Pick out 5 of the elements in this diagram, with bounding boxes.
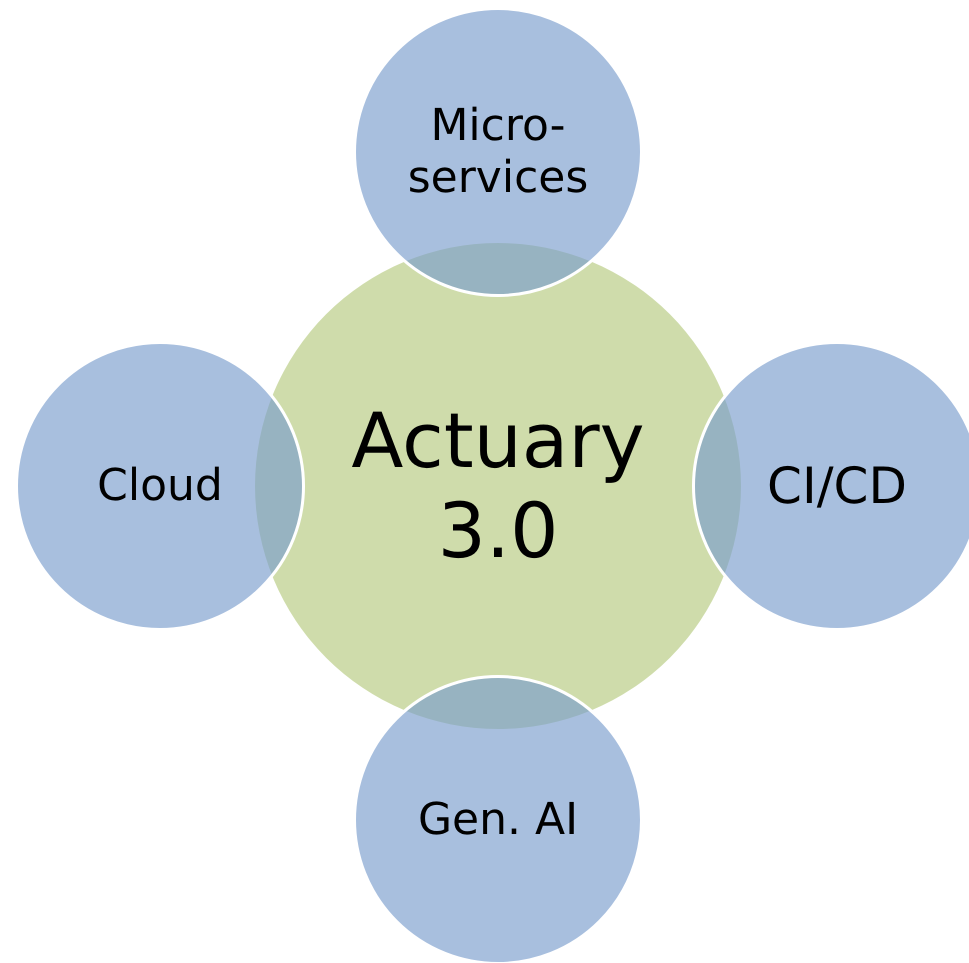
node-label: Actuary 3.0 — [350, 396, 646, 576]
node-label: CI/CD — [766, 456, 908, 516]
node-label: Gen. AI — [416, 794, 580, 846]
node-label: Micro- services — [406, 100, 590, 204]
node-label: Cloud — [96, 460, 224, 512]
